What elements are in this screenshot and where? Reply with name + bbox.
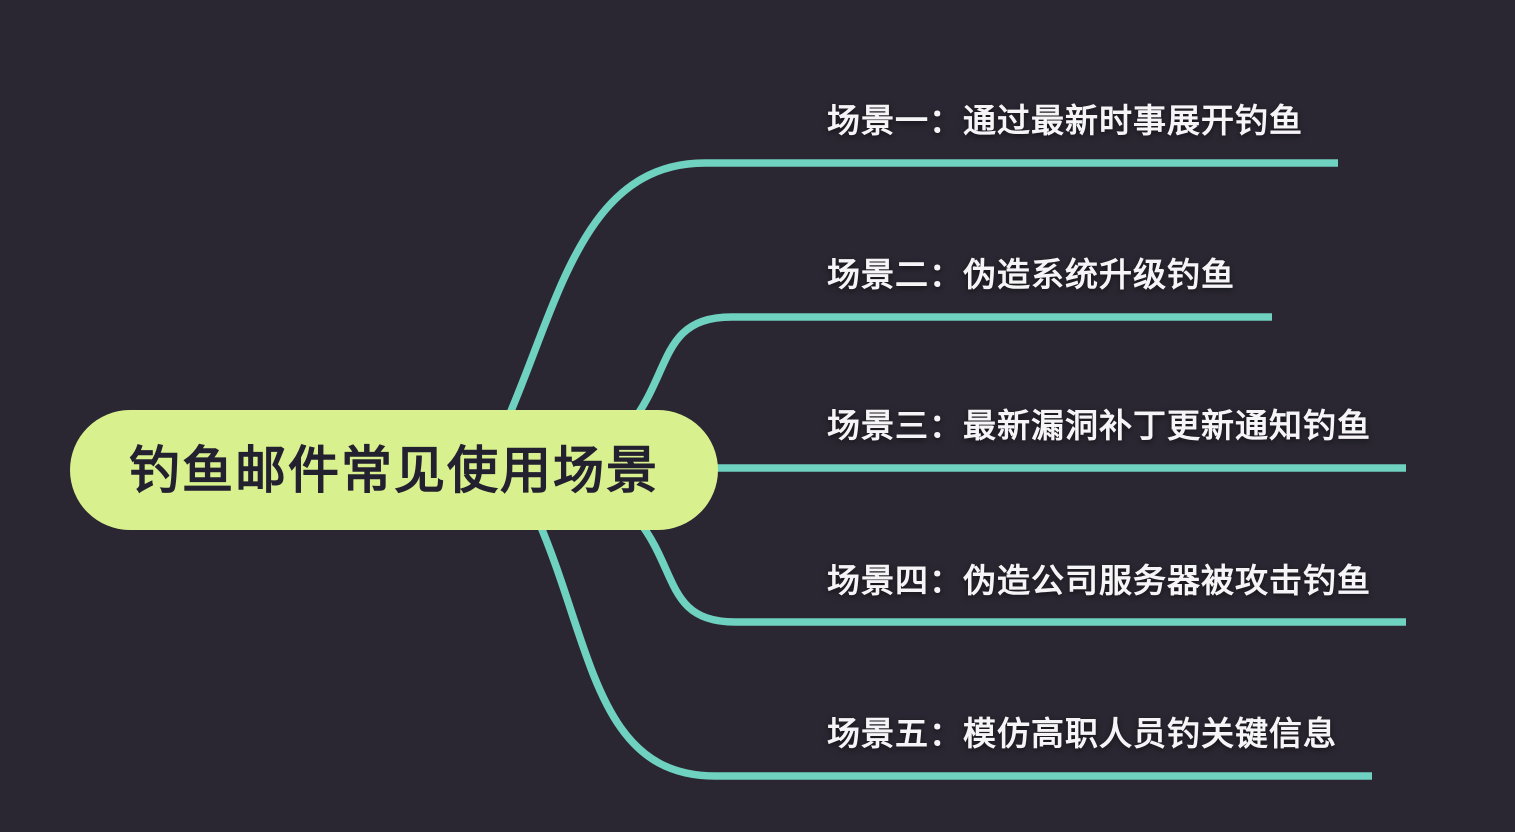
root-node[interactable]: 钓鱼邮件常见使用场景	[70, 410, 718, 530]
branch-node-scenario-4[interactable]: 场景四：伪造公司服务器被攻击钓鱼	[827, 562, 1371, 599]
branch-node-scenario-3[interactable]: 场景三：最新漏洞补丁更新通知钓鱼	[827, 407, 1371, 444]
branch-node-scenario-1[interactable]: 场景一：通过最新时事展开钓鱼	[827, 102, 1303, 139]
branch-node-scenario-2[interactable]: 场景二：伪造系统升级钓鱼	[827, 256, 1235, 293]
root-node-label: 钓鱼邮件常见使用场景	[128, 441, 659, 499]
branch-node-scenario-5[interactable]: 场景五：模仿高职人员钓关键信息	[827, 715, 1337, 752]
connector-scenario-1	[501, 159, 1338, 427]
